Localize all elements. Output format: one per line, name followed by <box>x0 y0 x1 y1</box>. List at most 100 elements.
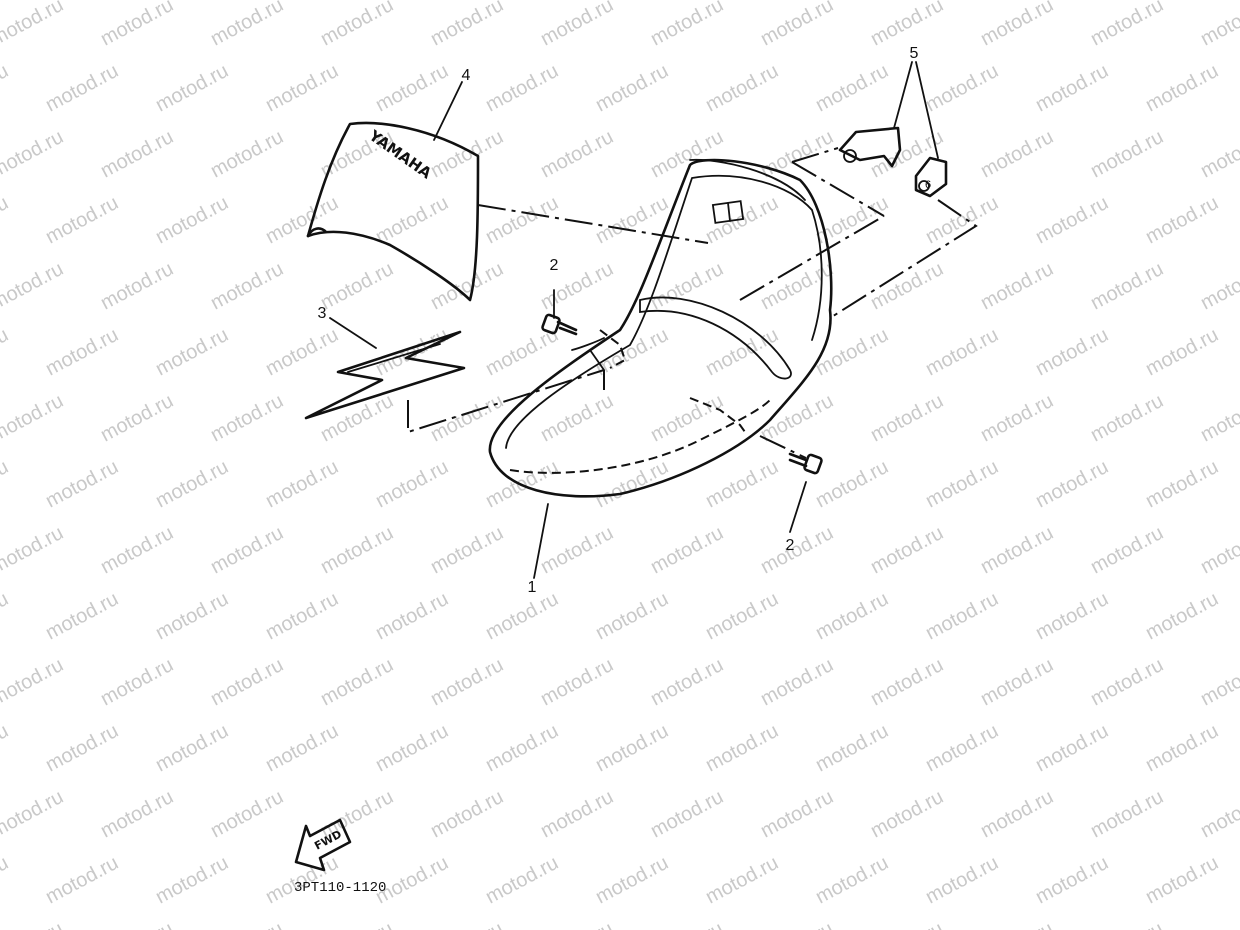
watermark-text: motod.ru <box>977 522 1057 578</box>
watermark-text: motod.ru <box>922 324 1002 380</box>
figure-code: 3PT110-1120 <box>294 880 386 896</box>
watermark-text: motod.ru <box>867 654 947 710</box>
watermark-text: motod.ru <box>1087 918 1167 930</box>
watermark-text: motod.ru <box>1087 126 1167 182</box>
watermark-text: motod.ru <box>592 720 672 776</box>
watermark-text: motod.ru <box>592 588 672 644</box>
watermark-text: motod.ru <box>152 588 232 644</box>
watermark-text: motod.ru <box>1032 324 1112 380</box>
watermark-text: motod.ru <box>812 60 892 116</box>
watermark-text: motod.ru <box>977 258 1057 314</box>
watermark-text: motod.ru <box>537 654 617 710</box>
watermark-text: motod.ru <box>482 192 562 248</box>
watermark-text: motod.ru <box>207 786 287 842</box>
watermark-text: motod.ru <box>1087 786 1167 842</box>
watermark-text: motod.ru <box>537 126 617 182</box>
watermark-text: motod.ru <box>1142 852 1222 908</box>
watermark-text: motod.ru <box>1197 390 1240 446</box>
watermark-text: motod.ru <box>372 720 452 776</box>
watermark-text: motod.ru <box>1032 720 1112 776</box>
watermark-text: motod.ru <box>1197 918 1240 930</box>
screw-part-upper <box>541 313 578 336</box>
watermark-text: motod.ru <box>922 720 1002 776</box>
watermark-text: motod.ru <box>647 786 727 842</box>
watermark-text: motod.ru <box>1197 654 1240 710</box>
watermark-text: motod.ru <box>592 60 672 116</box>
watermark-text: motod.ru <box>317 258 397 314</box>
callout-5: 5 <box>910 45 919 62</box>
watermark-text: motod.ru <box>207 918 287 930</box>
watermark-text: motod.ru <box>427 654 507 710</box>
watermark-text: motod.ru <box>97 258 177 314</box>
watermark-text: motod.ru <box>922 192 1002 248</box>
watermark-text: motod.ru <box>0 852 12 908</box>
watermark-text: motod.ru <box>0 720 12 776</box>
assembly-lines <box>329 61 978 579</box>
watermark-text: motod.ru <box>207 0 287 50</box>
watermark-text: motod.ru <box>427 522 507 578</box>
watermark-text: motod.ru <box>867 786 947 842</box>
screw-part-lower <box>788 452 823 475</box>
watermark-text: motod.ru <box>977 786 1057 842</box>
watermark-text: motod.ru <box>757 786 837 842</box>
watermark-text: motod.ru <box>427 918 507 930</box>
watermark-text: motod.ru <box>977 390 1057 446</box>
watermark-text: motod.ru <box>702 456 782 512</box>
watermark-text: motod.ru <box>0 192 12 248</box>
watermark-text: motod.ru <box>757 390 837 446</box>
watermark-text: motod.ru <box>757 0 837 50</box>
watermark-text: motod.ru <box>317 918 397 930</box>
watermark-text: motod.ru <box>427 390 507 446</box>
watermark-text: motod.ru <box>207 522 287 578</box>
watermark-text: motod.ru <box>1142 588 1222 644</box>
watermark-text: motod.ru <box>702 324 782 380</box>
callout-4: 4 <box>462 67 471 84</box>
watermark-text: motod.ru <box>537 0 617 50</box>
watermark-text: motod.ru <box>42 60 122 116</box>
watermark-text: motod.ru <box>647 522 727 578</box>
watermark-text: motod.ru <box>0 390 67 446</box>
watermark-text: motod.ru <box>482 588 562 644</box>
watermark-text: motod.ru <box>702 60 782 116</box>
watermark-text: motod.ru <box>867 0 947 50</box>
watermark-text: motod.ru <box>647 918 727 930</box>
watermark-text: motod.ru <box>1197 126 1240 182</box>
watermark-text: motod.ru <box>42 588 122 644</box>
watermark-text: motod.ru <box>97 126 177 182</box>
watermark-text: motod.ru <box>262 192 342 248</box>
watermark-text: motod.ru <box>152 324 232 380</box>
watermark-text: motod.ru <box>867 390 947 446</box>
watermark-text: motod.ru <box>1087 0 1167 50</box>
watermark-text: motod.ru <box>0 258 67 314</box>
watermark-text: motod.ru <box>647 0 727 50</box>
seat-part <box>488 158 833 498</box>
watermark-text: motod.ru <box>0 126 67 182</box>
watermark-text: motod.ru <box>1197 258 1240 314</box>
watermark-text: motod.ru <box>867 258 947 314</box>
callout-6: 6 <box>925 179 931 191</box>
watermark-text: motod.ru <box>757 522 837 578</box>
watermark-text: motod.ru <box>1142 720 1222 776</box>
watermark-text: motod.ru <box>812 192 892 248</box>
watermark-text: motod.ru <box>262 324 342 380</box>
watermark-text: motod.ru <box>42 720 122 776</box>
watermark-text: motod.ru <box>592 852 672 908</box>
watermark-text: motod.ru <box>1032 60 1112 116</box>
watermark-text: motod.ru <box>207 390 287 446</box>
watermark-text: motod.ru <box>867 126 947 182</box>
watermark-text: motod.ru <box>0 456 12 512</box>
watermark-text: motod.ru <box>207 258 287 314</box>
watermark-text: motod.ru <box>0 786 67 842</box>
watermark-text: motod.ru <box>647 258 727 314</box>
watermark-text: motod.ru <box>757 126 837 182</box>
watermark-text: motod.ru <box>1032 192 1112 248</box>
watermark-text: motod.ru <box>372 60 452 116</box>
watermark-text: motod.ru <box>1087 390 1167 446</box>
watermark-text: motod.ru <box>592 456 672 512</box>
watermark-text: motod.ru <box>1032 852 1112 908</box>
watermark-text: motod.ru <box>482 720 562 776</box>
callout-1: 1 <box>528 579 537 596</box>
watermark-text: motod.ru <box>0 60 12 116</box>
watermark-text: motod.ru <box>482 60 562 116</box>
